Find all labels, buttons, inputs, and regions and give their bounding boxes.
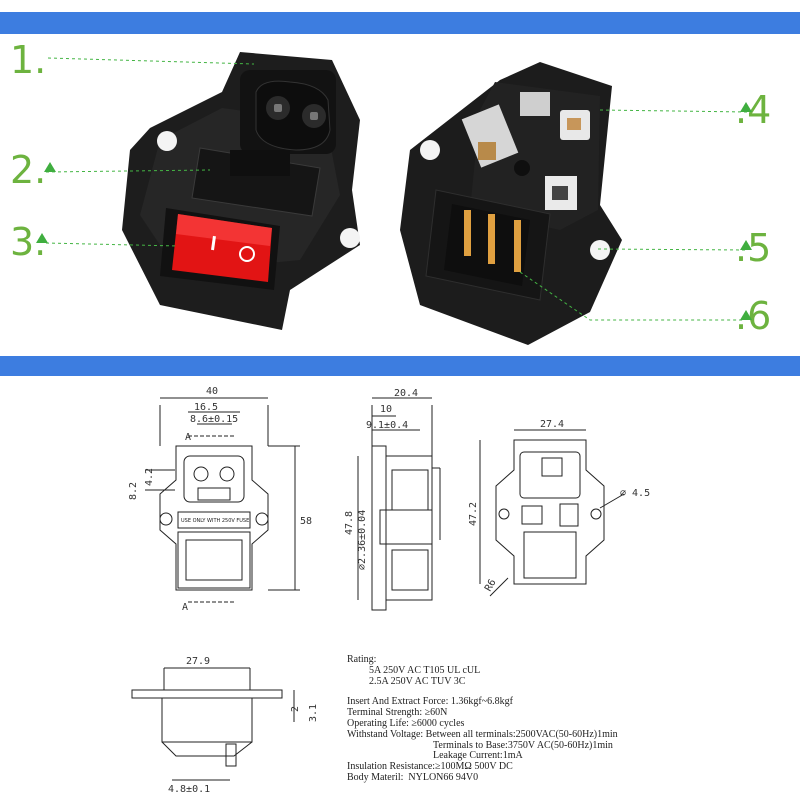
body-material-line: Body Materil: NYLON66 94V0 — [347, 771, 479, 783]
bottom-width-dim: 27.9 — [186, 656, 210, 667]
front-pin-spacing-dim: 8.6±0.15 — [190, 414, 238, 425]
spec-line: Insert And Extract Force: 1.36kgf~6.8kgf — [347, 696, 513, 708]
insulation-line: Insulation Resistance:≥100MΩ 500V DC — [347, 761, 513, 773]
spec-line: Operating Life: ≥6000 cycles — [347, 717, 465, 729]
side-pin-dim: ∅2.36±0.04 — [357, 510, 368, 570]
bottom-h2-dim: 3.1 — [308, 704, 319, 722]
callout-4-marker-icon — [740, 102, 752, 112]
callout-1: 1. — [10, 38, 47, 82]
middle-band — [0, 356, 800, 376]
side-drawing — [357, 397, 441, 611]
specifications: Rating: 5A 250V AC T105 UL cUL 2.5A 250V… — [347, 654, 618, 784]
rear-radius-dim: R6 — [483, 578, 499, 594]
front-label-strip: USE ONLY WITH 250V FUSE — [181, 518, 249, 524]
callout-2: 2. — [10, 148, 47, 192]
front-height-dim: 58 — [300, 516, 312, 527]
callout-6-marker-icon — [740, 310, 752, 320]
bottom-h1-dim: 2 — [290, 706, 301, 712]
bottom-drawing — [131, 667, 295, 781]
side-height-dim: 47.8 — [344, 511, 355, 535]
callout-5-marker-icon — [740, 240, 752, 250]
callout-3-marker-icon — [36, 233, 48, 243]
rating-line-1: 5A 250V AC T105 UL cUL — [369, 664, 481, 676]
rear-photo — [400, 62, 622, 345]
front-drawing — [145, 397, 300, 603]
rating-line-2: 2.5A 250V AC TUV 3C — [369, 675, 466, 687]
spec-line: Terminal Strength: ≥60N — [347, 707, 448, 719]
withstand-line-2: Terminals to Base:3750V AC(50-60Hz)1min — [433, 739, 613, 751]
side-width-dim: 20.4 — [394, 388, 418, 399]
front-photo — [122, 52, 360, 330]
top-band — [0, 12, 800, 34]
front-width-dim: 40 — [206, 386, 218, 397]
front-slot-dim: 16.5 — [194, 402, 218, 413]
callout-leaders — [45, 57, 749, 321]
front-h2-dim: 4.2 — [144, 468, 155, 486]
bottom-offset-dim: 4.8±0.1 — [168, 784, 210, 795]
rear-drawing — [479, 429, 625, 597]
side-d2-dim: 9.1±0.4 — [366, 420, 408, 431]
spec-line: Withstand Voltage: Between all terminals… — [347, 728, 618, 740]
front-section-top: A — [185, 432, 191, 443]
withstand-line-3: Leakage Current:1mA — [433, 750, 523, 762]
callout-2-marker-icon — [44, 162, 56, 172]
side-d1-dim: 10 — [380, 404, 392, 415]
front-h1-dim: 8.2 — [128, 482, 139, 500]
rear-height-dim: 47.2 — [468, 502, 479, 526]
rear-hole-dim: ∅ 4.5 — [620, 488, 650, 499]
rear-width-dim: 27.4 — [540, 419, 564, 430]
front-section-bottom: A — [182, 602, 188, 613]
rating-label: Rating: — [347, 654, 377, 665]
